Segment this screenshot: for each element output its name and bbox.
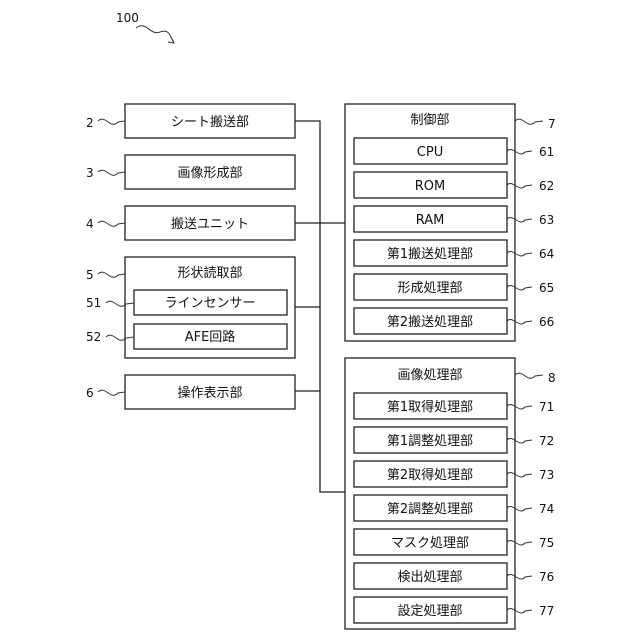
image-processing-item: 第1調整処理部 72 [354, 427, 554, 453]
svg-text:第1調整処理部: 第1調整処理部 [387, 434, 473, 449]
svg-text:65: 65 [539, 281, 554, 295]
svg-text:66: 66 [539, 315, 554, 329]
control-unit-item: ROM 62 [354, 172, 554, 198]
svg-text:74: 74 [539, 502, 554, 516]
image-processing-item: 検出処理部 76 [354, 563, 554, 589]
sheet-conveyance-block: シート搬送部 2 [86, 104, 295, 138]
figure-number-leader [136, 26, 174, 42]
connection-lines [295, 121, 345, 492]
image-processing-label: 画像処理部 [397, 368, 462, 383]
image-forming-ref: 3 [86, 166, 94, 180]
svg-text:設定処理部: 設定処理部 [397, 603, 462, 619]
svg-text:RAM: RAM [416, 213, 445, 228]
image-processing-item: 第2調整処理部 74 [354, 495, 554, 521]
svg-text:CPU: CPU [417, 145, 443, 160]
image-processing-item: マスク処理部 75 [354, 529, 554, 555]
control-unit-item: RAM 63 [354, 206, 554, 232]
afe-circuit-label: AFE回路 [185, 329, 236, 345]
image-processing-ref: 8 [548, 371, 556, 385]
svg-text:64: 64 [539, 247, 554, 261]
svg-text:第2取得処理部: 第2取得処理部 [387, 467, 473, 483]
svg-text:62: 62 [539, 179, 554, 193]
control-unit-item: 第2搬送処理部 66 [354, 308, 554, 334]
svg-text:検出処理部: 検出処理部 [397, 570, 462, 585]
svg-text:第2調整処理部: 第2調整処理部 [387, 502, 473, 517]
image-forming-block: 画像形成部 3 [86, 155, 295, 189]
image-processing-item: 第2取得処理部 73 [354, 461, 554, 487]
shape-reading-ref: 5 [86, 268, 94, 282]
svg-text:77: 77 [539, 604, 554, 618]
svg-text:第1取得処理部: 第1取得処理部 [387, 399, 473, 415]
control-unit-label: 制御部 [410, 113, 449, 128]
image-processing-item: 設定処理部 77 [354, 597, 554, 623]
svg-text:形成処理部: 形成処理部 [397, 281, 462, 296]
afe-circuit-ref: 52 [86, 330, 101, 344]
control-unit-item: 形成処理部 65 [354, 274, 554, 300]
operation-display-label: 操作表示部 [177, 385, 242, 401]
image-processing-item: 第1取得処理部 71 [354, 393, 554, 419]
image-processing-block: 画像処理部 8 第1取得処理部 71 第1調整処理部 72 第2取得処理部 73… [345, 358, 556, 629]
control-unit-block: 制御部 7 CPU 61 ROM 62 RAM 63 第1搬送処理部 64 [345, 104, 556, 341]
shape-reading-label: 形状読取部 [177, 265, 242, 281]
conveyance-unit-block: 搬送ユニット 4 [86, 206, 295, 240]
operation-display-block: 操作表示部 6 [86, 375, 295, 409]
shape-reading-block: 形状読取部 5 ラインセンサー 51 AFE回路 52 [86, 257, 295, 358]
svg-text:第2搬送処理部: 第2搬送処理部 [387, 315, 473, 330]
conveyance-unit-label: 搬送ユニット [171, 217, 249, 232]
control-unit-ref: 7 [548, 117, 556, 131]
svg-text:61: 61 [539, 145, 554, 159]
svg-text:72: 72 [539, 434, 554, 448]
svg-text:76: 76 [539, 570, 554, 584]
sheet-conveyance-label: シート搬送部 [171, 115, 249, 130]
svg-text:73: 73 [539, 468, 554, 482]
svg-text:71: 71 [539, 400, 554, 414]
sheet-conveyance-ref: 2 [86, 116, 94, 130]
control-unit-item: 第1搬送処理部 64 [354, 240, 554, 266]
svg-text:63: 63 [539, 213, 554, 227]
svg-text:ROM: ROM [415, 179, 445, 194]
line-sensor-ref: 51 [86, 296, 101, 310]
figure-number: 100 [116, 11, 139, 25]
svg-text:第1搬送処理部: 第1搬送処理部 [387, 247, 473, 262]
svg-text:75: 75 [539, 536, 554, 550]
control-unit-item: CPU 61 [354, 138, 554, 164]
operation-display-ref: 6 [86, 386, 94, 400]
line-sensor-label: ラインセンサー [164, 296, 255, 311]
conveyance-unit-ref: 4 [86, 217, 94, 231]
svg-text:マスク処理部: マスク処理部 [391, 536, 469, 551]
image-forming-label: 画像形成部 [177, 166, 242, 181]
